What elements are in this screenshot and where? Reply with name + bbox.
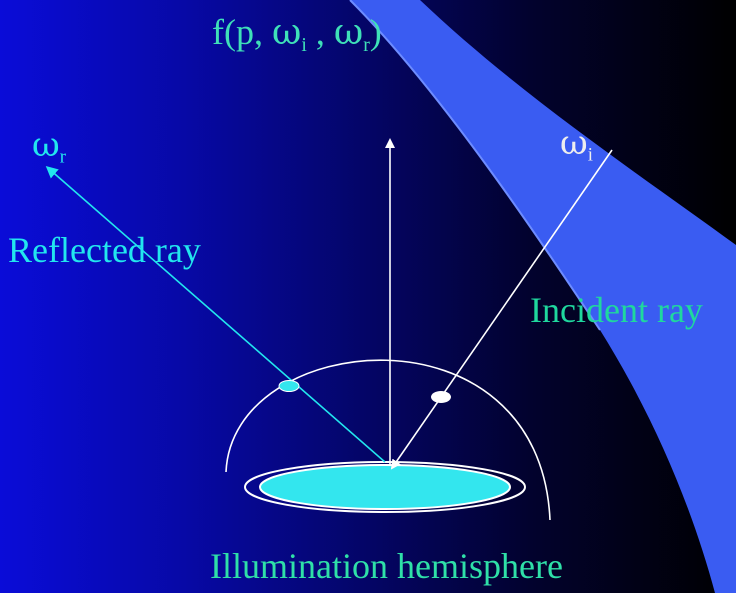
hemisphere-label: Illumination hemisphere — [210, 546, 563, 586]
decorative-swoosh — [350, 0, 736, 593]
omega-i-sub: i — [587, 144, 593, 166]
omega-i-symbol: ω — [560, 123, 588, 163]
omega-r-sub: r — [59, 146, 66, 168]
formula-omega-i: ω — [271, 12, 302, 53]
reflected-ray — [45, 166, 386, 463]
reflected-ray-label: Reflected ray — [8, 230, 201, 270]
incident-solid-angle — [431, 391, 451, 403]
omega-i-label: ωi — [560, 126, 593, 165]
formula-suffix: ) — [369, 12, 382, 52]
hemisphere-arc — [225, 359, 551, 521]
formula-sub-i: i — [301, 33, 307, 56]
brdf-formula: f(p, ωi , ωr) — [212, 14, 382, 56]
formula-sub-r: r — [363, 33, 370, 56]
formula-prefix: f(p, — [212, 12, 272, 52]
reflected-solid-angle — [278, 380, 300, 392]
omega-r-symbol: ω — [32, 125, 60, 165]
incident-ray-label: Incident ray — [530, 290, 703, 330]
surface-patch — [259, 464, 511, 510]
formula-omega-r: ω — [333, 12, 364, 53]
swoosh-highlight — [349, 0, 601, 331]
incident-ray — [390, 149, 613, 470]
formula-separator: , — [306, 12, 334, 52]
omega-r-label: ωr — [32, 128, 66, 167]
